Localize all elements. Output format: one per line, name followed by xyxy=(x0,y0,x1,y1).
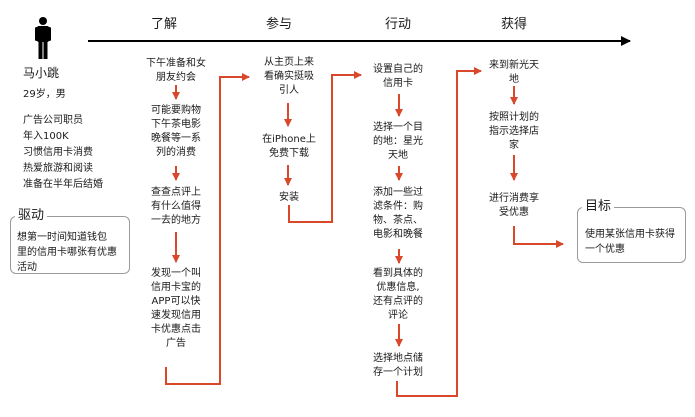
drive-box xyxy=(10,216,130,274)
drive-title: 驱动 xyxy=(15,208,48,224)
step-line: 朋友约会 xyxy=(156,72,196,83)
step-understand-4: 发现一个叫 信用卡宝的 APP可以快 速发现信用 卡优惠点击 广告 xyxy=(151,267,201,351)
step-act-2: 选择一个目 的地：星光 天地 xyxy=(373,121,423,163)
goal-text-line: 使用某张信用卡获得 xyxy=(585,229,675,240)
persona-trait: 准备在半年后结婚 xyxy=(23,179,103,190)
step-line: 天地 xyxy=(388,150,408,161)
step-line: 来到新光天 xyxy=(489,60,539,71)
step-line: 设置自己的 xyxy=(373,64,423,75)
step-line: 免费下载 xyxy=(268,148,309,159)
step-obtain-1: 来到新光天 地 xyxy=(489,59,539,87)
connector-understand-engage xyxy=(165,73,250,385)
step-understand-2: 可能要购物 下午茶电影 晚餐等一系 列的消费 xyxy=(151,104,201,160)
step-line: 电影和晚餐 xyxy=(373,229,423,240)
step-line: 安装 xyxy=(279,192,299,203)
step-line: 查查点评上 xyxy=(151,187,201,198)
step-line: 下午准备和女 xyxy=(146,58,206,69)
persona-trait: 广告公司职员 xyxy=(23,115,83,126)
step-line: 从主页上来 xyxy=(264,57,314,68)
stage-obtain: 获得 xyxy=(500,17,528,32)
step-line: 一去的地方 xyxy=(151,215,201,226)
step-line: 的地：星光 xyxy=(373,136,423,147)
step-line: 家 xyxy=(509,140,519,151)
step-line: 存一个计划 xyxy=(373,367,423,378)
step-obtain-3: 进行消费享 受优惠 xyxy=(489,192,539,220)
connector-engage-act xyxy=(288,71,362,223)
persona-trait: 热爱旅游和阅读 xyxy=(23,163,93,174)
step-line: 列的消费 xyxy=(156,147,196,158)
step-line: 物、茶点、 xyxy=(373,215,423,226)
step-line: 信用卡 xyxy=(383,78,413,89)
step-line: 引人 xyxy=(279,85,299,96)
drive-text-line: 想第一时间知道钱包 xyxy=(17,232,107,243)
goal-box xyxy=(577,207,686,263)
step-line: 晚餐等一系 xyxy=(151,133,201,144)
step-obtain-2: 按照计划的 指示选择店 家 xyxy=(489,111,539,153)
step-act-3: 添加一些过 滤条件：购 物、茶点、 电影和晚餐 xyxy=(373,186,423,242)
stage-act: 行动 xyxy=(384,17,412,32)
step-line: 还有点评的 xyxy=(373,296,423,307)
persona-trait: 习惯信用卡消费 xyxy=(23,147,93,158)
step-engage-2: 在iPhone上 免费下载 xyxy=(262,133,316,161)
step-line: 速发现信用 xyxy=(151,310,201,321)
step-act-1: 设置自己的 信用卡 xyxy=(373,63,423,91)
stage-engage: 参与 xyxy=(265,17,293,32)
step-line: 优惠信息, xyxy=(376,282,420,293)
step-line: 滤条件：购 xyxy=(373,201,423,212)
persona-trait: 年入100K xyxy=(23,131,69,142)
step-line: 有什么值得 xyxy=(151,201,201,212)
persona-age: 29岁，男 xyxy=(23,89,66,100)
step-line: 看确实挺吸 xyxy=(264,71,314,82)
step-line: 受优惠 xyxy=(499,207,529,218)
step-line: 选择地点储 xyxy=(373,353,423,364)
step-understand-1: 下午准备和女 朋友约会 xyxy=(146,57,206,85)
goal-text: 使用某张信用卡获得 一个优惠 xyxy=(585,227,675,257)
step-line: 发现一个叫 xyxy=(151,268,201,279)
step-line: APP可以快 xyxy=(151,296,201,307)
person-icon xyxy=(35,17,51,59)
step-line: 看到具体的 xyxy=(373,268,423,279)
step-line: 地 xyxy=(509,74,519,85)
step-line: 卡优惠点击 xyxy=(151,324,201,335)
goal-text-line: 一个优惠 xyxy=(585,244,625,255)
step-line: 按照计划的 xyxy=(489,112,539,123)
step-line: 添加一些过 xyxy=(373,187,423,198)
stage-understand: 了解 xyxy=(150,17,178,32)
step-line: 评论 xyxy=(388,310,408,321)
step-line: 进行消费享 xyxy=(489,193,539,204)
step-line: 指示选择店 xyxy=(489,126,539,137)
drive-text-line: 里的信用卡哪张有优惠 xyxy=(17,247,117,258)
step-engage-1: 从主页上来 看确实挺吸 引人 xyxy=(264,56,314,98)
persona-name: 马小跳 xyxy=(23,66,60,80)
drive-text-line: 活动 xyxy=(17,262,37,273)
step-line: 广告 xyxy=(166,338,186,349)
drive-text: 想第一时间知道钱包 里的信用卡哪张有优惠 活动 xyxy=(17,230,117,275)
step-line: 在iPhone上 xyxy=(262,134,316,145)
step-line: 可能要购物 xyxy=(151,105,201,116)
step-line: 信用卡宝的 xyxy=(151,282,201,293)
connector-obtain-goal xyxy=(513,226,564,248)
step-line: 下午茶电影 xyxy=(151,119,201,130)
step-line: 选择一个目 xyxy=(373,122,423,133)
step-act-5: 选择地点储 存一个计划 xyxy=(373,352,423,380)
connector-act-obtain xyxy=(396,67,482,397)
step-understand-3: 查查点评上 有什么值得 一去的地方 xyxy=(151,186,201,228)
step-act-4: 看到具体的 优惠信息, 还有点评的 评论 xyxy=(373,267,423,323)
goal-title: 目标 xyxy=(582,199,615,215)
step-engage-3: 安装 xyxy=(279,191,299,205)
